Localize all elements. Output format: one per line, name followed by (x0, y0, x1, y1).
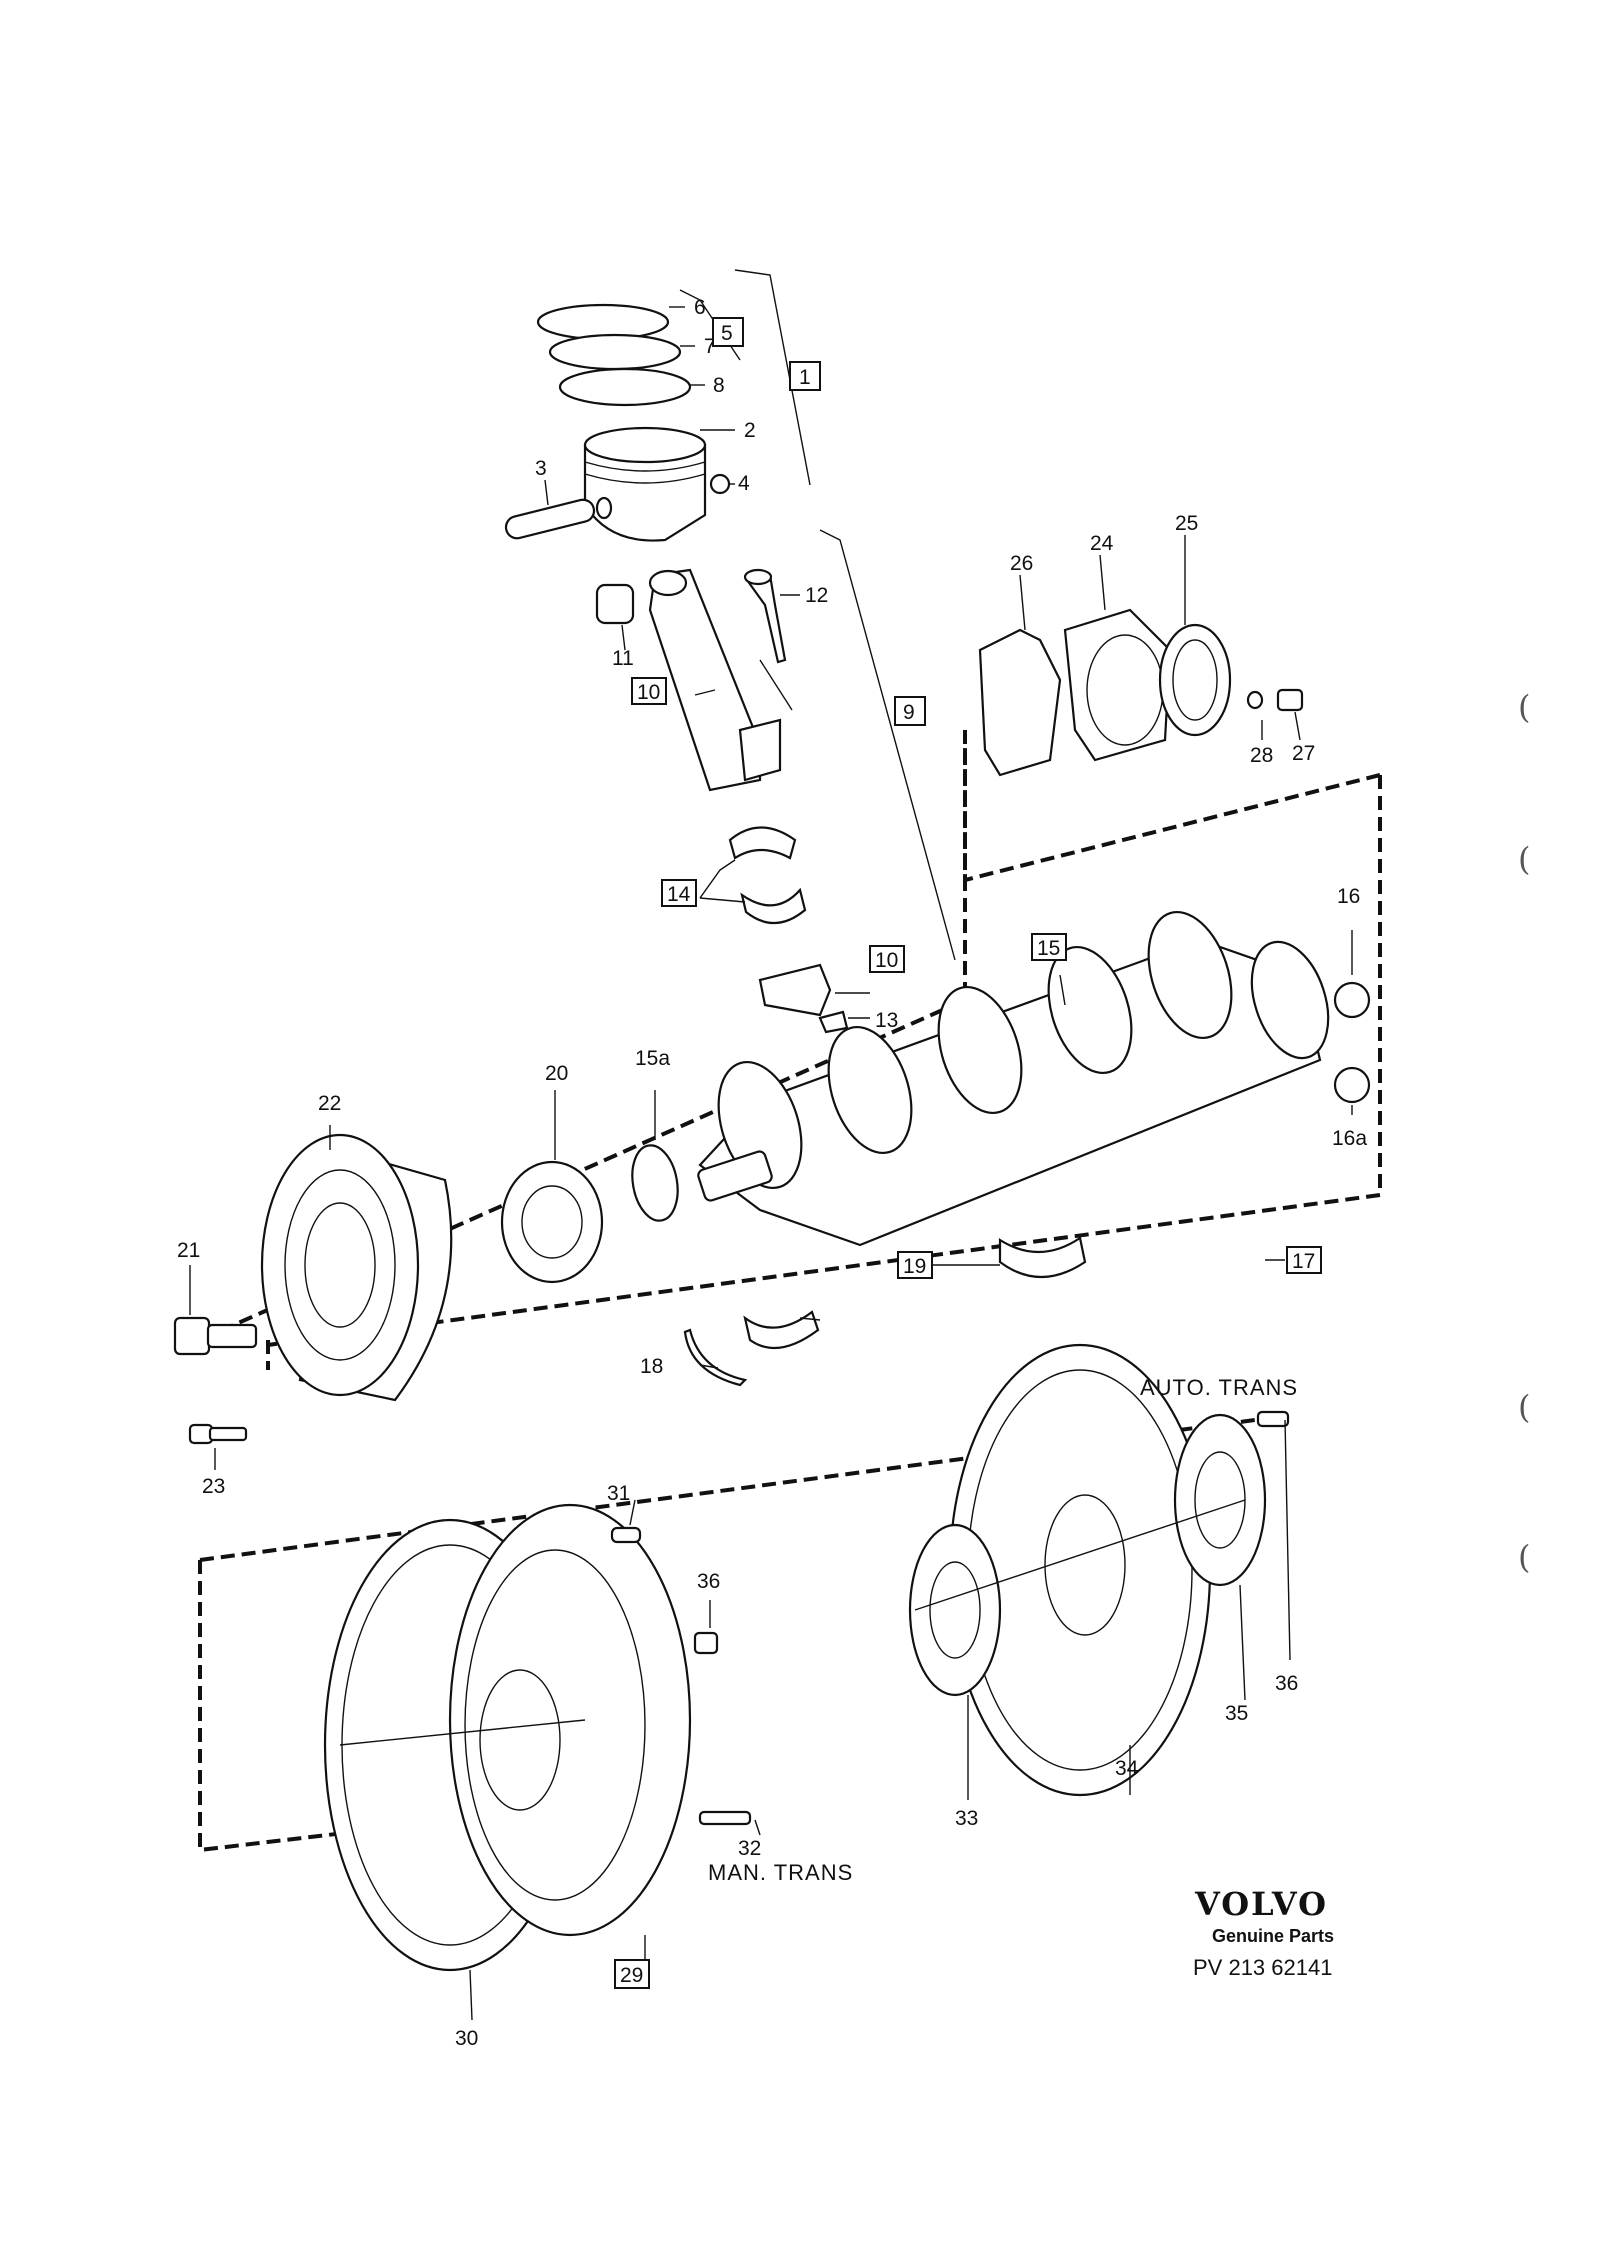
flywheel-automatic (908, 1343, 1290, 1797)
box-15 (1031, 933, 1067, 961)
label-32: 32 (738, 1837, 761, 1860)
label-16a: 16a (1332, 1127, 1367, 1150)
margin-mark-2: ( (1518, 840, 1530, 878)
margin-mark-3: ( (1518, 1388, 1530, 1426)
label-18: 18 (640, 1355, 663, 1378)
label-8: 8 (713, 374, 725, 397)
box-1 (789, 361, 821, 391)
crankshaft (697, 910, 1371, 1247)
label-21: 21 (177, 1239, 200, 1262)
box-9 (894, 696, 926, 726)
box-19 (897, 1251, 933, 1279)
label-13: 13 (875, 1009, 898, 1032)
margin-marks: ( ( ( ( (1518, 688, 1530, 1576)
flywheel-manual (323, 1503, 752, 1972)
label-31: 31 (607, 1482, 630, 1505)
label-1: 1 (799, 366, 811, 389)
box-17 (1286, 1246, 1322, 1274)
label-22: 22 (318, 1092, 341, 1115)
rear-seal-cover (978, 608, 1304, 777)
box-5 (712, 317, 744, 347)
label-15: 15 (1037, 937, 1060, 960)
label-25: 25 (1175, 512, 1198, 535)
label-6: 6 (694, 296, 706, 319)
box-10-bottom (869, 945, 905, 973)
piston-assembly (504, 303, 731, 542)
label-3: 3 (535, 457, 547, 480)
label-11: 11 (612, 647, 634, 670)
label-34: 34 (1115, 1757, 1139, 1780)
part-labels: 6 7 8 2 4 3 5 1 12 11 10 9 14 10 13 15 1… (177, 296, 1367, 2050)
label-28: 28 (1250, 744, 1273, 767)
margin-mark-1: ( (1518, 688, 1530, 726)
label-10-bottom: 10 (875, 949, 898, 972)
label-36-man: 36 (697, 1570, 720, 1593)
box-29 (614, 1959, 650, 1989)
label-2: 2 (744, 419, 756, 442)
label-14: 14 (667, 883, 691, 906)
label-29: 29 (620, 1964, 643, 1987)
label-7: 7 (704, 335, 716, 358)
genuine-parts-tagline: Genuine Parts (1212, 1926, 1334, 1946)
label-36-auto: 36 (1275, 1672, 1298, 1695)
label-17: 17 (1292, 1250, 1315, 1273)
label-27: 27 (1292, 742, 1315, 765)
margin-mark-4: ( (1518, 1538, 1530, 1576)
label-19: 19 (903, 1255, 926, 1278)
label-24: 24 (1090, 532, 1114, 555)
brand-block: VOLVO Genuine Parts PV 213 62141 (1193, 1885, 1334, 1980)
label-26: 26 (1010, 552, 1033, 575)
leader-lines (189, 306, 1353, 2021)
label-33: 33 (955, 1807, 978, 1830)
label-16: 16 (1337, 885, 1360, 908)
label-10-top: 10 (637, 681, 660, 704)
box-10-top (631, 677, 667, 705)
label-35: 35 (1225, 1702, 1248, 1725)
label-15a: 15a (635, 1047, 670, 1070)
label-9: 9 (903, 701, 915, 724)
connecting-rod (595, 568, 793, 792)
label-30: 30 (455, 2027, 478, 2050)
auto-trans-note: AUTO. TRANS (1140, 1375, 1298, 1400)
front-end-parts (173, 1133, 679, 1445)
label-4: 4 (738, 472, 750, 495)
label-23: 23 (202, 1475, 225, 1498)
part-number: PV 213 62141 (1193, 1955, 1332, 1980)
box-14 (661, 879, 697, 907)
man-trans-note: MAN. TRANS (708, 1860, 853, 1885)
volvo-logo: VOLVO (1194, 1885, 1328, 1923)
label-12: 12 (805, 584, 828, 607)
label-5: 5 (721, 322, 733, 345)
label-20: 20 (545, 1062, 568, 1085)
bearing-shells (683, 826, 1087, 1387)
